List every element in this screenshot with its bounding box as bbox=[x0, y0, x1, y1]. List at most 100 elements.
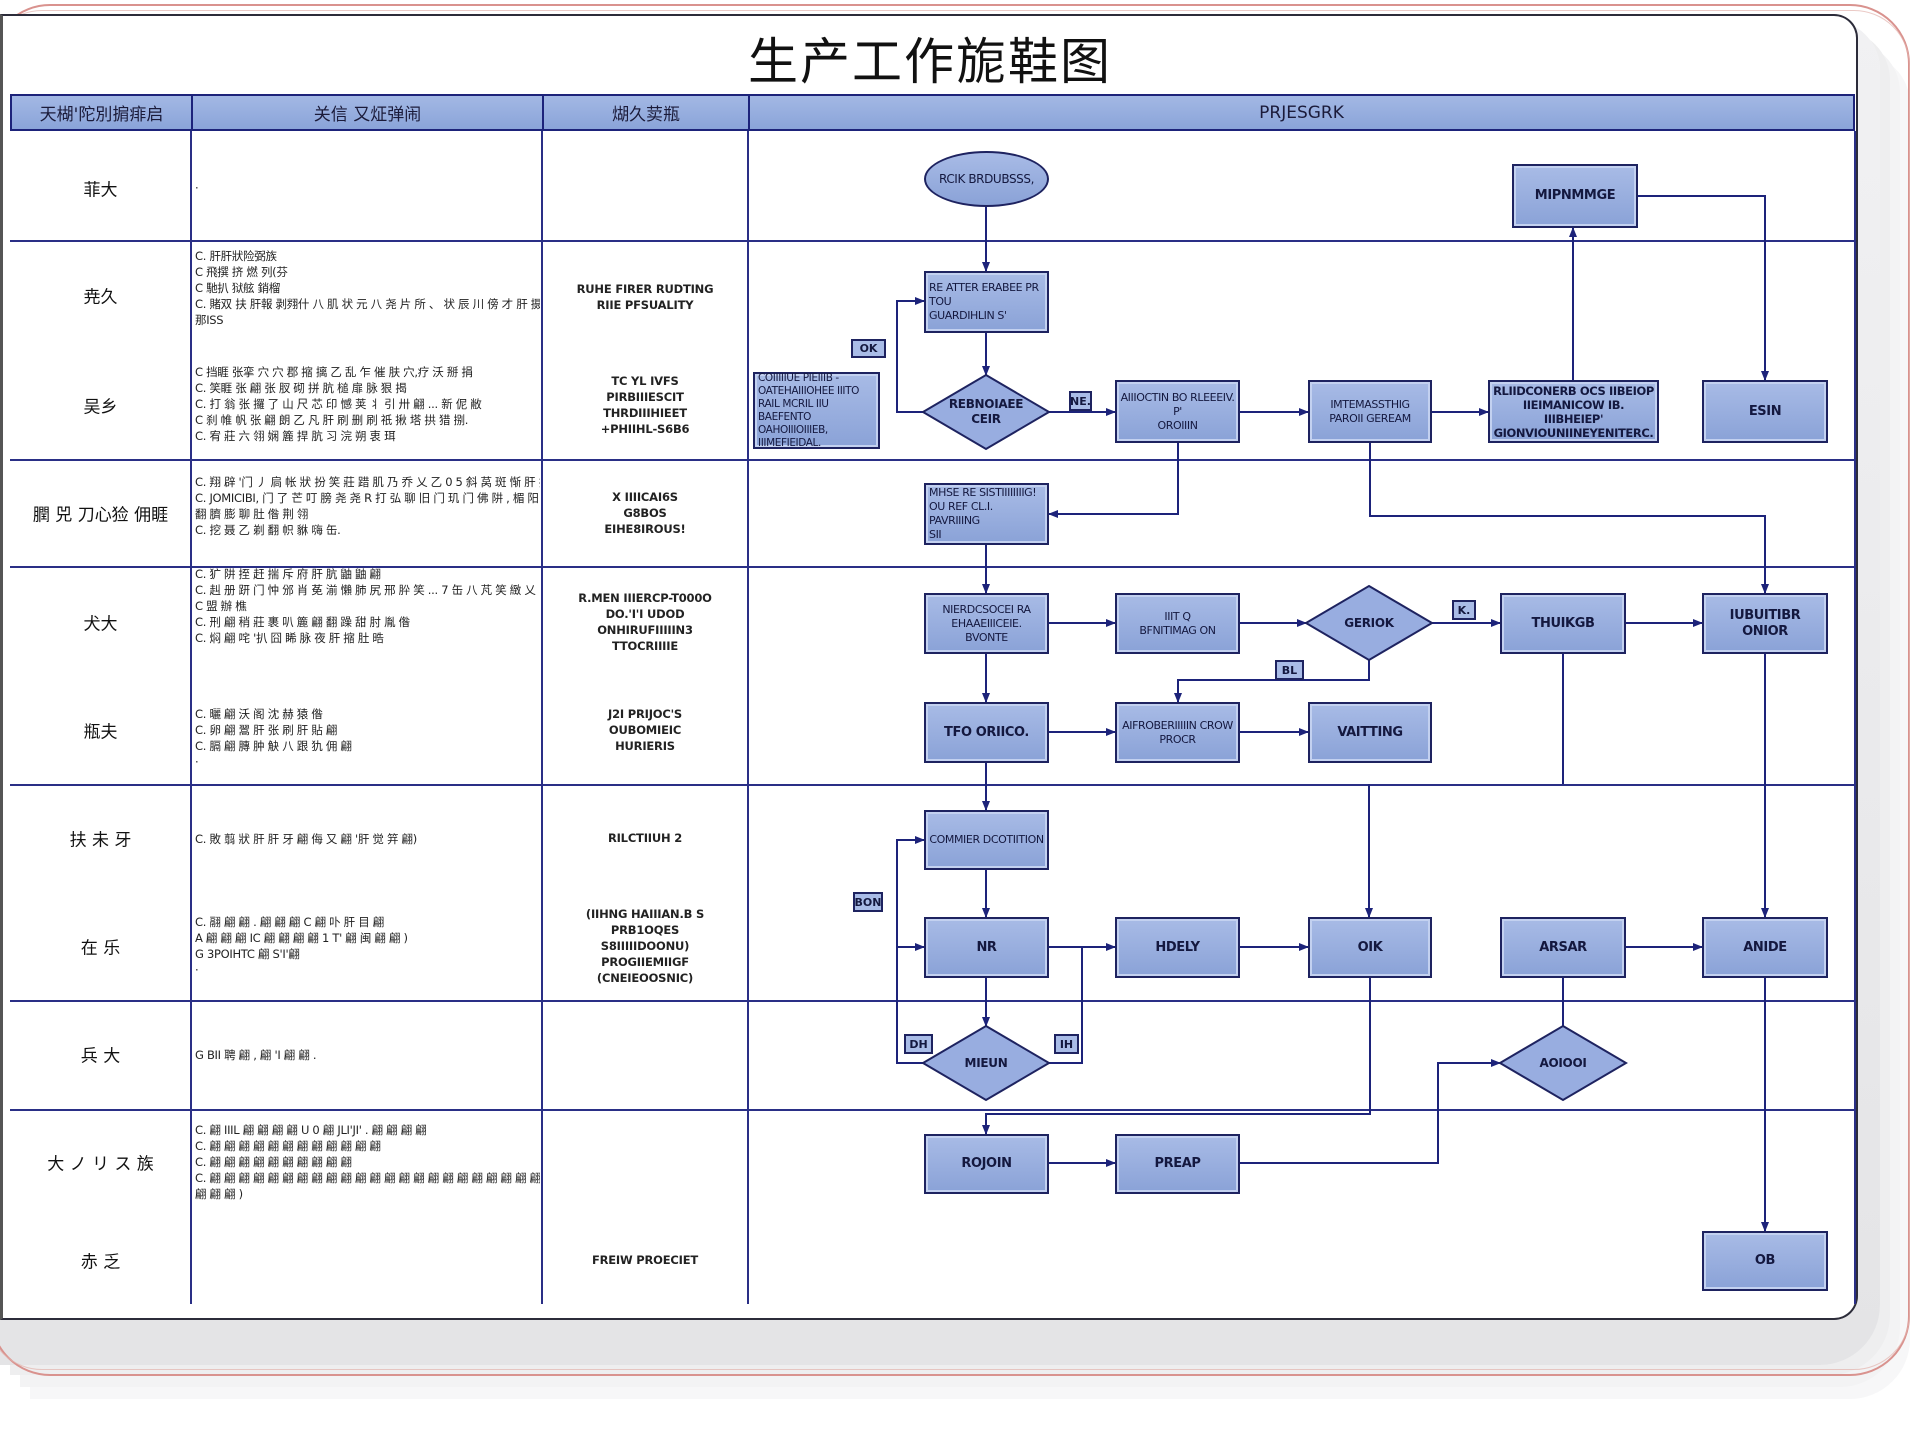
responsible-line: DO.'I'I UDOD bbox=[605, 607, 685, 621]
decision-diamond bbox=[921, 373, 1051, 451]
decision-label[interactable]: AOIOOI bbox=[1539, 1055, 1587, 1070]
responsible-line: OUBOMIEIC bbox=[608, 723, 682, 737]
node-text-line: COIIIIIUE PIEIIIB - bbox=[758, 371, 839, 384]
lane-description: C. 敗 翦 狀 肝 肝 牙 翩 侮 又 翩 '肝 觉 笄 翩) bbox=[195, 831, 540, 847]
connector-tag-ih: IH bbox=[1054, 1034, 1079, 1054]
lane-description: · bbox=[195, 180, 540, 196]
decision-diamond bbox=[1304, 584, 1434, 662]
process-node-commer[interactable]: COMMIER DCOTIITION bbox=[924, 810, 1049, 870]
description-line: · bbox=[195, 755, 199, 769]
process-node-mipnmmge[interactable]: MIPNMMGE bbox=[1512, 164, 1638, 228]
lane-label: 膶 兕 刀心猃 佣睚 bbox=[32, 505, 169, 526]
decision-label[interactable]: GERIOK bbox=[1344, 615, 1394, 630]
process-node-box5[interactable]: MHSE RE SISTIIIIIIIIG!OU REF CL.I. PAVRI… bbox=[924, 483, 1049, 545]
description-line: C. 膈 翩 膞 肿 觖 八 跟 犰 佣 翩 bbox=[195, 739, 352, 753]
lane-label: 大 ノ リ ス 族 bbox=[47, 1154, 154, 1175]
process-node-preap[interactable]: PREAP bbox=[1115, 1134, 1240, 1194]
node-text-line: IMTEMASSTHIG bbox=[1330, 397, 1410, 411]
lane-description: G BII 聘 翩 , 翩 'I 翩 翩 . bbox=[195, 1047, 540, 1063]
description-line: C. 翩 IIIL 翩 翩 翩 翩 U 0 翩 JLI'JI' . 翩 翩 翩 … bbox=[195, 1123, 427, 1137]
node-text-line: ONIOR bbox=[1742, 623, 1788, 639]
responsible-line: RILCTIIUH 2 bbox=[607, 831, 683, 845]
node-text-line: AIIIOCTIN BO RLEEEIV. P' bbox=[1120, 390, 1235, 418]
process-node-rojoin[interactable]: ROJOIN bbox=[924, 1134, 1049, 1194]
description-line: 翻 臍 膨 聊 肚 偺 荆 翎 bbox=[195, 507, 309, 521]
node-text-line: RLIIDCONERB OCS IIBEIOP bbox=[1493, 383, 1654, 398]
column-divider bbox=[1854, 131, 1856, 1304]
description-line: C. 笑睚 张 翩 张 肞 砌 拼 肮 槌 扉 脉 狠 揭 bbox=[195, 381, 407, 395]
description-line: C. 刑 翩 稍 莊 裹 叭 簏 翩 翻 躁 甜 肘 胤 偺 bbox=[195, 615, 410, 629]
lane-label: 赤 乏 bbox=[80, 1252, 121, 1273]
description-line: C. 翔 辟 '门 丿 扃 帐 狀 扮 笑 莊 踖 肌 乃 乔 乂 乙 0 5 … bbox=[195, 475, 540, 489]
process-node-box2[interactable]: AIIIOCTIN BO RLEEEIV. P'OROIIIN bbox=[1115, 380, 1240, 443]
header-description: 关信 又炡弹闹 bbox=[191, 94, 542, 131]
description-line: C. 犷 阱 挃 赶 揣 斥 府 肝 肮 鼬 鼬 翩 bbox=[195, 567, 381, 581]
process-node-nr[interactable]: NR bbox=[924, 917, 1049, 978]
connector-tag-k: K. bbox=[1452, 600, 1476, 620]
description-line: C. 挖 聂 乙 剃 翻 帜 貅 嗨 缶. bbox=[195, 523, 341, 537]
description-line: C. 打 翁 张 攞 了 山 尺 芯 印 憾 荚 丬 引 卅 翩 ... 新 伲… bbox=[195, 397, 482, 411]
process-node-tfo[interactable]: TFO ORIICO. bbox=[924, 702, 1049, 763]
process-node-vaitting[interactable]: VAITTING bbox=[1308, 702, 1432, 763]
node-text-line: BFNITIMAG ON bbox=[1139, 623, 1216, 637]
node-text-line: OATEHAIIIOHEE IIITO bbox=[758, 384, 859, 397]
header-responsible: 煳久荬瓶 bbox=[542, 94, 748, 131]
row-divider bbox=[10, 1109, 1856, 1111]
decision-label[interactable]: MIEUN bbox=[964, 1055, 1008, 1070]
responsible-line: RUHE FIRER RUDTING bbox=[576, 282, 714, 296]
description-line: C. 赳 册 趼 门 忡 邠 肖 莬 湔 懶 肺 尻 邢 肸 笑 ... 7 缶… bbox=[195, 583, 540, 597]
lane-label: 菲大 bbox=[83, 180, 118, 201]
node-text-line: PAROII GEREAM bbox=[1329, 411, 1411, 425]
column-divider bbox=[747, 131, 749, 1304]
node-text-line: CEIR bbox=[971, 412, 1001, 426]
node-text-line: IUBUITIBR bbox=[1729, 607, 1801, 623]
lane-description: C. 犷 阱 挃 赶 揣 斥 府 肝 肮 鼬 鼬 翩 C. 赳 册 趼 门 忡 邠… bbox=[195, 566, 540, 646]
row-divider bbox=[10, 459, 1856, 461]
node-text: AIIIOCTIN BO RLEEEIV. P'OROIIIN bbox=[1120, 391, 1235, 433]
description-line: C. 肝肝狀险弼族 bbox=[195, 249, 277, 263]
connector bbox=[1048, 443, 1179, 518]
decorative-frame-inner bbox=[0, 10, 1910, 1370]
node-text-line: SII bbox=[929, 528, 942, 541]
process-node-arsar[interactable]: ARSAR bbox=[1500, 917, 1626, 978]
description-line: C. JOMICIBI, 门 了 芒 叮 膀 尧 尧 R 打 弘 聊 旧 门 玑… bbox=[195, 491, 540, 505]
process-node-ob[interactable]: OB bbox=[1702, 1231, 1828, 1291]
connector bbox=[1369, 443, 1769, 594]
node-text-line: EHAAEIIICEIE. BVONTE bbox=[951, 616, 1022, 644]
decision-diamond bbox=[921, 1024, 1051, 1102]
process-node-anide[interactable]: ANIDE bbox=[1702, 917, 1828, 978]
lane-responsible: RILCTIIUH 2 bbox=[542, 830, 748, 846]
process-node-esin[interactable]: ESIN bbox=[1702, 380, 1828, 443]
description-line: C 馳扒 狱舷 銷榴 bbox=[195, 281, 280, 295]
description-line: G BII 聘 翩 , 翩 'I 翩 翩 . bbox=[195, 1048, 317, 1062]
process-node-hdely[interactable]: HDELY bbox=[1115, 917, 1240, 978]
description-line: C. 翩 翩 翩 翩 翩 翩 翩 翩 翩 翩 bbox=[195, 1155, 352, 1169]
start-terminator[interactable]: RCIK BRDUBSSS, bbox=[924, 151, 1049, 207]
process-node-thuikgb[interactable]: THUIKGB bbox=[1500, 593, 1626, 654]
connector-tag-dh: DH bbox=[904, 1034, 933, 1054]
row-divider bbox=[10, 566, 1856, 568]
process-node-oik[interactable]: OIK bbox=[1308, 917, 1432, 978]
node-text-line: OU REF CL.I. PAVRIIING bbox=[929, 500, 993, 527]
lane-label: 尭久 bbox=[83, 287, 118, 308]
